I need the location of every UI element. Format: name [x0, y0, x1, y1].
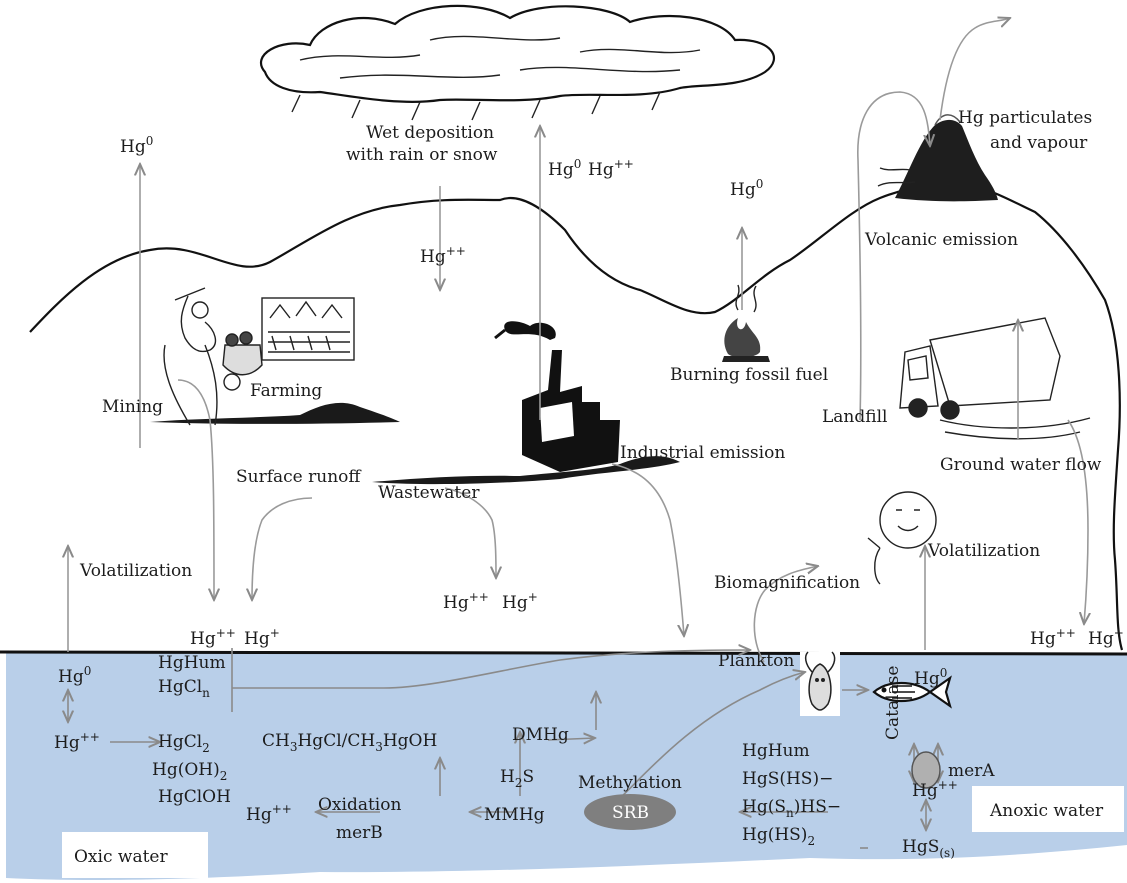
label-hghum: HgHum: [158, 653, 226, 673]
label-gw-hgpp: Hg++: [1030, 626, 1076, 649]
plankton-icon: [800, 651, 840, 716]
label-volcano-2: and vapour: [990, 133, 1088, 153]
truck-icon: [899, 317, 1091, 440]
label-wet-deposition-2: with rain or snow: [346, 145, 498, 165]
label-merb: merB: [336, 823, 383, 843]
label-hg0-water-right: Hg0: [914, 666, 947, 689]
label-catalase: Catalase: [883, 666, 903, 740]
label-methylation: Methylation: [578, 773, 682, 793]
label-hgcloh: HgClOH: [158, 787, 231, 807]
label-hgpp-water-right: Hg++: [912, 778, 958, 801]
volcano-icon: [877, 114, 998, 202]
label-biomagnification: Biomagnification: [714, 573, 860, 593]
ground-patch-left: [150, 402, 400, 424]
label-burning-fossil-fuel: Burning fossil fuel: [670, 365, 828, 385]
label-wastewater: Wastewater: [378, 483, 480, 503]
label-waste-hgpp: Hg++: [443, 590, 489, 613]
label-volcano-1: Hg particulates: [958, 108, 1092, 128]
label-hgcl2: HgCl2: [158, 732, 210, 755]
label-mmhg: MMHg: [484, 805, 545, 825]
label-mining: Mining: [102, 397, 163, 417]
label-wet-deposition-1: Wet deposition: [366, 123, 494, 143]
label-srb: SRB: [612, 803, 649, 823]
mera-node: [911, 751, 941, 789]
label-plankton: Plankton: [718, 651, 794, 671]
label-waste-hgp: Hg+: [502, 590, 538, 613]
label-hgcln: HgCln: [158, 677, 210, 700]
label-gw-hgp: Hg+: [1088, 626, 1124, 649]
ground-patch-middle: [372, 456, 680, 485]
label-surface-runoff: Surface runoff: [236, 467, 362, 487]
person-icon: [867, 491, 937, 585]
label-hg0-left-atmos: Hg0: [120, 134, 153, 157]
label-volatilization-right: Volatilization: [927, 541, 1040, 561]
label-hg-pp-deposition: Hg++: [420, 244, 466, 267]
fish-icon: [872, 675, 952, 709]
label-industrial-hgpp: Hg++: [588, 157, 634, 180]
label-hg-sn-hs: Hg(Sn)HS−: [742, 797, 841, 820]
label-hgs-hs: HgS(HS)−: [742, 769, 833, 789]
fire-icon: [722, 284, 770, 362]
water-body: [6, 652, 1127, 880]
factory-icon: [494, 321, 620, 472]
label-landfill: Landfill: [822, 407, 887, 427]
label-sulfur-hghum: HgHum: [742, 741, 810, 761]
srb-node: [584, 794, 676, 830]
label-hg-hs2: Hg(HS)2: [742, 825, 815, 848]
label-burning-hg0: Hg0: [730, 177, 763, 200]
label-hgs-s: HgS(s): [902, 837, 955, 860]
label-h2s: H2S: [500, 767, 534, 790]
label-oxidation: Oxidation: [318, 795, 401, 815]
label-volcanic-emission: Volcanic emission: [864, 230, 1018, 250]
label-hgoh2: Hg(OH)2: [152, 760, 227, 783]
label-farming: Farming: [250, 381, 322, 401]
label-oxic-water: Oxic water: [74, 847, 168, 867]
water-surface-line: [0, 650, 1127, 656]
label-industrial-hg0: Hg0: [548, 157, 581, 180]
label-mera: merA: [948, 761, 995, 781]
label-hg0-water-left: Hg0: [58, 664, 91, 687]
label-industrial-emission: Industrial emission: [620, 443, 785, 463]
label-anoxic-water: Anoxic water: [989, 801, 1104, 821]
label-dmhg: DMHg: [512, 725, 569, 745]
label-ground-water-flow: Ground water flow: [940, 455, 1102, 475]
label-runoff-hgp: Hg+: [244, 626, 280, 649]
label-volatilization-left: Volatilization: [79, 561, 192, 581]
label-hgpp-oxidized: Hg++: [246, 802, 292, 825]
cloud-icon: [259, 4, 776, 121]
label-runoff-hgpp: Hg++: [190, 626, 236, 649]
label-ch3hgcl: CH3HgCl/CH3HgOH: [262, 731, 437, 754]
farm-icon: [261, 297, 355, 361]
label-hgpp-water-left: Hg++: [54, 730, 100, 753]
miner-icon: [163, 287, 263, 426]
